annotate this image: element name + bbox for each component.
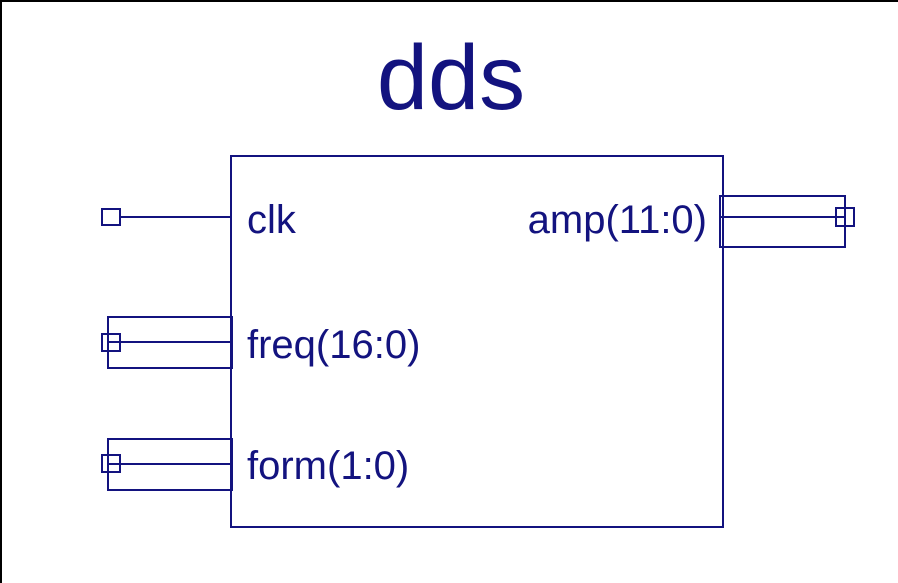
port-freq[interactable]: freq(16:0): [101, 316, 420, 369]
form-terminal-square[interactable]: [101, 454, 121, 473]
port-form[interactable]: form(1:0): [101, 438, 409, 491]
amp-bus-rect[interactable]: [719, 195, 846, 248]
clk-port-label: clk: [247, 198, 297, 242]
module-title: dds: [377, 27, 525, 129]
port-amp[interactable]: amp(11:0): [528, 195, 855, 248]
port-clk[interactable]: clk: [101, 198, 297, 242]
clk-terminal-square[interactable]: [101, 208, 121, 226]
form-port-label: form(1:0): [247, 444, 409, 488]
amp-terminal-square[interactable]: [835, 207, 855, 227]
amp-port-label: amp(11:0): [528, 198, 707, 242]
freq-terminal-square[interactable]: [101, 333, 121, 352]
freq-port-label: freq(16:0): [247, 323, 420, 367]
